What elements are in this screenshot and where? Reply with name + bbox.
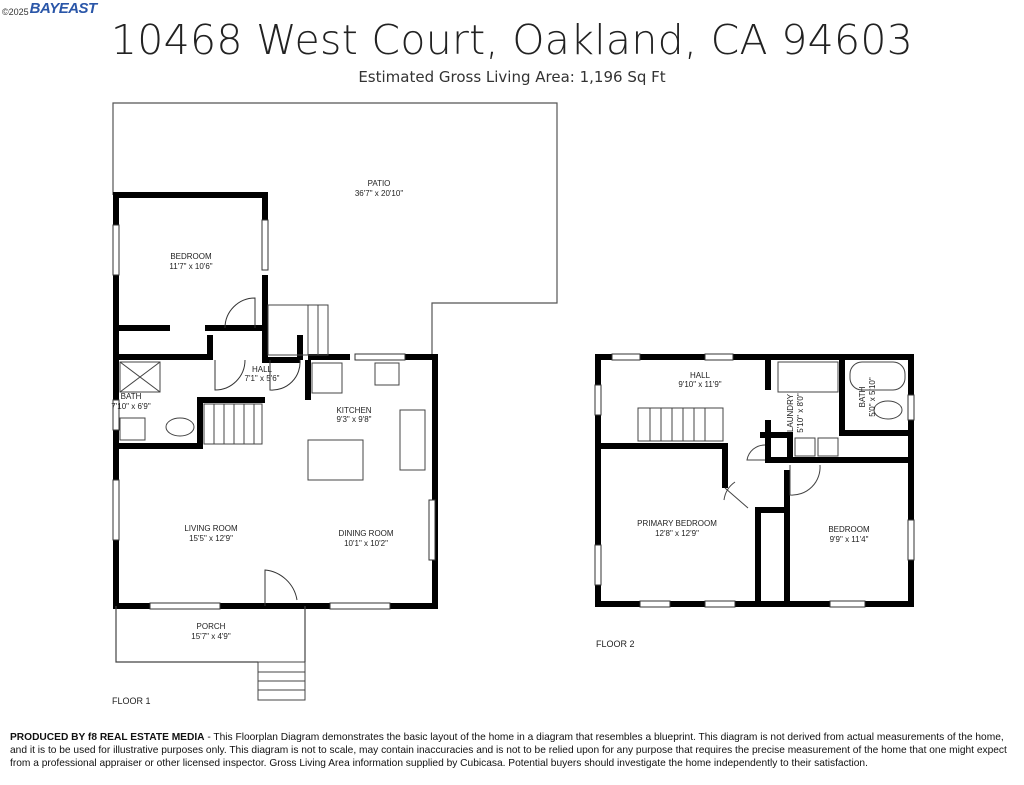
room-name: BEDROOM xyxy=(828,525,870,534)
disclaimer-text: - This Floorplan Diagram demonstrates th… xyxy=(10,732,1007,769)
room-name: PRIMARY BEDROOM xyxy=(637,519,717,528)
room-name: LAUNDRY xyxy=(786,393,795,432)
room-dims: 15'5" x 12'9" xyxy=(189,534,233,543)
room-dims: 15'7" x 4'9" xyxy=(191,632,231,641)
room-name: BEDROOM xyxy=(170,252,212,261)
floor2-plan xyxy=(594,353,915,608)
patio-outline xyxy=(112,102,558,357)
room-name: BATH xyxy=(121,392,142,401)
floor1-labels: PATIO 36'7" x 20'10" BEDROOM 11'7" x 10'… xyxy=(111,179,403,706)
room-dims: 7'10" x 6'9" xyxy=(111,402,151,411)
disclaimer-lead: PRODUCED BY f8 REAL ESTATE MEDIA xyxy=(10,732,205,743)
room-name: KITCHEN xyxy=(336,406,371,415)
room-name: PORCH xyxy=(197,622,226,631)
room-name: BATH xyxy=(858,386,867,407)
logo-brand: BAYEAST xyxy=(29,0,98,17)
room-dims: 10'1" x 10'2" xyxy=(344,539,388,548)
room-name: HALL xyxy=(690,371,711,380)
room-dims: 12'8" x 12'9" xyxy=(655,529,699,538)
room-dims: 7'1" x 5'6" xyxy=(245,374,280,383)
logo-copyright: ©2025 xyxy=(2,7,29,17)
room-dims: 5'0" x 5'10" xyxy=(868,377,877,417)
room-name: HALL xyxy=(252,365,273,374)
room-dims: 9'10" x 11'9" xyxy=(678,380,721,389)
floor2-label: FLOOR 2 xyxy=(596,639,635,649)
bayeast-logo: ©2025 BAYEAST xyxy=(2,0,97,17)
room-name: DINING ROOM xyxy=(338,529,393,538)
page-subtitle: Estimated Gross Living Area: 1,196 Sq Ft xyxy=(358,68,666,86)
room-name: LIVING ROOM xyxy=(184,524,238,533)
room-name: PATIO xyxy=(368,179,391,188)
floor1-label: FLOOR 1 xyxy=(112,696,151,706)
room-dims: 9'3" x 9'8" xyxy=(337,415,372,424)
floor1-plan xyxy=(112,102,558,701)
room-dims: 36'7" x 20'10" xyxy=(355,189,403,198)
floor2-labels: HALL 9'10" x 11'9" LAUNDRY 5'10" x 8'0" … xyxy=(596,371,877,649)
room-dims: 9'9" x 11'4" xyxy=(830,535,869,544)
room-dims: 5'10" x 8'0" xyxy=(796,393,805,433)
room-dims: 11'7" x 10'6" xyxy=(169,262,212,271)
page-title: 10468 West Court, Oakland, CA 94603 xyxy=(110,16,914,64)
disclaimer: PRODUCED BY f8 REAL ESTATE MEDIA - This … xyxy=(10,731,1015,770)
